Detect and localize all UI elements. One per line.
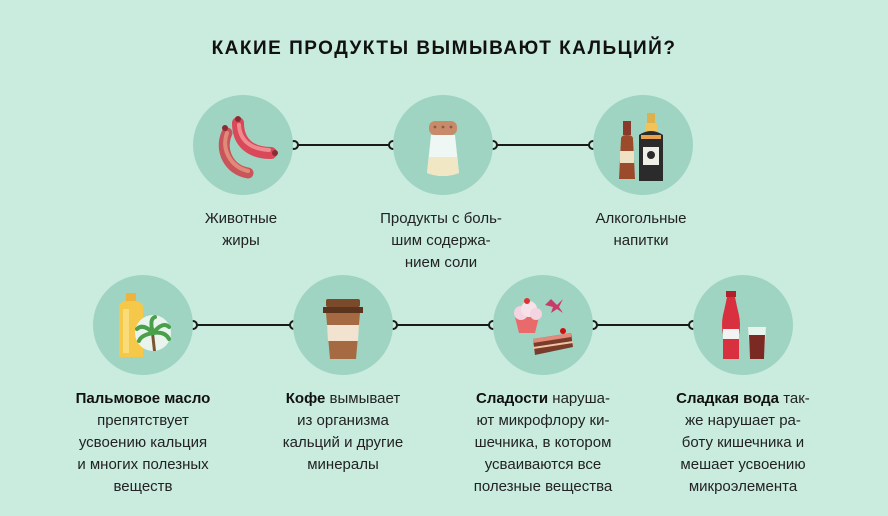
palm-oil-circle	[93, 275, 193, 375]
salt-products-circle	[393, 95, 493, 195]
salt-shaker-icon	[427, 121, 459, 176]
sausage-icon	[218, 116, 278, 179]
animal-fats-circle	[193, 95, 293, 195]
caption-salt-products: Продукты с боль-шим содержа-нием соли	[380, 210, 502, 271]
soda-circle	[693, 275, 793, 375]
palm-oil-icon	[119, 293, 171, 357]
sweets-icon	[514, 298, 573, 355]
alcohol-circle	[593, 95, 693, 195]
caption-sweets: Сладости наруша- ют микрофлору ки-шечник…	[473, 390, 613, 495]
soda-icon	[722, 291, 766, 359]
sweets-circle	[493, 275, 593, 375]
alcohol-bottles-icon	[619, 113, 663, 181]
caption-soda: Сладкая вода так- же нарушает ра-боту ки…	[676, 390, 810, 495]
coffee-cup-icon	[323, 299, 363, 359]
coffee-circle	[293, 275, 393, 375]
page-title: КАКИЕ ПРОДУКТЫ ВЫМЫВАЮТ КАЛЬЦИЙ?	[211, 38, 677, 59]
